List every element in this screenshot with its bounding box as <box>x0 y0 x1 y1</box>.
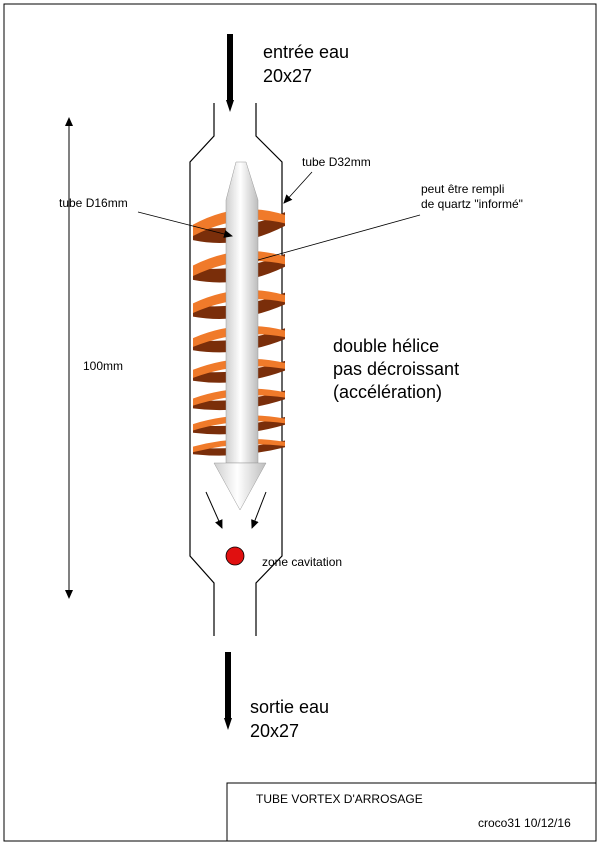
helix-turn-front <box>193 358 285 378</box>
helix-turn-front <box>193 415 285 431</box>
title-block-author-date: croco31 10/12/16 <box>478 816 571 830</box>
fill-note-line1: peut être rempli <box>421 182 504 196</box>
helix-turn-front <box>193 438 285 453</box>
cavitation-dot <box>225 546 245 566</box>
helix-turn-front <box>193 251 285 277</box>
inlet-label-line1: entrée eau <box>263 42 349 62</box>
inlet-arrow <box>226 34 234 112</box>
outlet-label-line1: sortie eau <box>250 697 329 717</box>
outlet-label-line2: 20x27 <box>250 721 299 741</box>
outlet-arrow <box>224 652 232 730</box>
outer-tube-label: tube D32mm <box>302 155 371 169</box>
fill-note-line2: de quartz "informé" <box>421 197 523 211</box>
length-label: 100mm <box>83 359 123 373</box>
helix-turn-front <box>193 209 285 236</box>
inner-tube-label: tube D16mm <box>59 196 128 210</box>
inlet-label-line2: 20x27 <box>263 66 312 86</box>
helix-turn-front <box>193 290 285 314</box>
fill-note-leader <box>257 214 421 261</box>
title-block: TUBE VORTEX D'ARROSAGE croco31 10/12/16 <box>226 782 597 842</box>
outer-tube <box>189 103 283 636</box>
outer-tube-leader <box>283 171 313 204</box>
inner-tube-rod <box>213 161 267 511</box>
flow-arrow-right <box>251 491 267 529</box>
helix-note-line1: double hélice <box>333 336 439 356</box>
helix-note-line2: pas décroissant <box>333 359 459 379</box>
title-block-title: TUBE VORTEX D'ARROSAGE <box>256 792 423 806</box>
helix-turn-front <box>193 388 285 406</box>
flow-arrow-left <box>205 491 223 529</box>
helix-note-line3: (accélération) <box>333 382 442 402</box>
inner-tube-leader <box>137 211 233 238</box>
helix-turn-front <box>193 325 285 347</box>
cavitation-label: zone cavitation <box>262 555 342 569</box>
